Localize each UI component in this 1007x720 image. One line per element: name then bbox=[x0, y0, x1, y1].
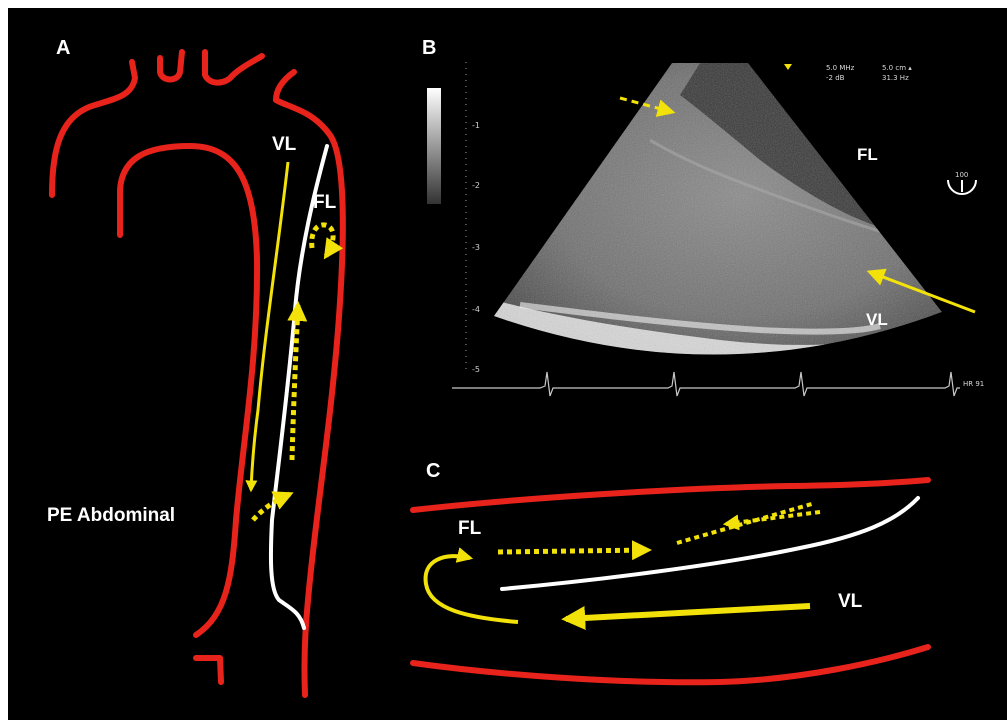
panel-c: C FL VL bbox=[413, 460, 928, 682]
panel-a: A VL FL PE Abdominal bbox=[47, 37, 343, 695]
panel-b-ecg-trace bbox=[452, 372, 960, 396]
panel-c-true-lumen-flow-arrow bbox=[566, 606, 810, 619]
panel-b-vl-label: VL bbox=[866, 310, 888, 329]
depth-tick-4: -4 bbox=[472, 305, 480, 314]
panel-b-setting-framerate: 31.3 Hz bbox=[882, 74, 909, 82]
panel-b-focus-marker-icon bbox=[784, 64, 792, 70]
panel-a-fl-label: FL bbox=[313, 192, 337, 213]
panel-a-aortic-wall bbox=[52, 52, 343, 695]
panel-b-orientation-angle: 100 bbox=[955, 171, 968, 179]
panel-b-depth-scale: -1 -2 -3 -4 -5 bbox=[466, 62, 480, 374]
depth-tick-2: -2 bbox=[472, 181, 480, 190]
depth-tick-3: -3 bbox=[472, 243, 480, 252]
half-circle-probe-icon: 100 bbox=[948, 171, 976, 194]
panel-c-fl-label: FL bbox=[458, 518, 482, 539]
panel-b-setting-frequency: 5.0 MHz bbox=[826, 64, 855, 72]
panel-b-letter: B bbox=[422, 37, 436, 59]
depth-tick-5: -5 bbox=[472, 365, 480, 374]
panel-a-vl-label: VL bbox=[272, 134, 297, 155]
panel-a-intimal-flap bbox=[271, 146, 327, 628]
panel-a-false-lumen-curl-arrow bbox=[312, 225, 333, 256]
panel-b-ultrasound-sector bbox=[490, 60, 950, 400]
panel-b-heart-rate: HR 91 bbox=[963, 380, 984, 388]
panel-a-level-label: PE Abdominal bbox=[47, 505, 175, 526]
panel-b: B -1 -2 -3 -4 -5 5.0 MHz 5.0 cm ▴ -2 dB bbox=[422, 37, 984, 400]
panel-b-grayscale-bar bbox=[427, 88, 441, 204]
panel-b-fl-label: FL bbox=[857, 145, 878, 164]
panel-c-false-lumen-forward-arrow bbox=[498, 550, 648, 552]
panel-c-intimal-flap bbox=[502, 498, 918, 589]
panel-a-letter: A bbox=[56, 37, 70, 59]
panel-c-aortic-wall bbox=[413, 480, 928, 682]
panel-c-letter: C bbox=[426, 460, 440, 482]
depth-tick-1: -1 bbox=[472, 121, 480, 130]
panel-b-setting-depth: 5.0 cm ▴ bbox=[882, 64, 912, 72]
panel-b-setting-gain: -2 dB bbox=[826, 74, 845, 82]
panel-c-vl-label: VL bbox=[838, 591, 863, 612]
